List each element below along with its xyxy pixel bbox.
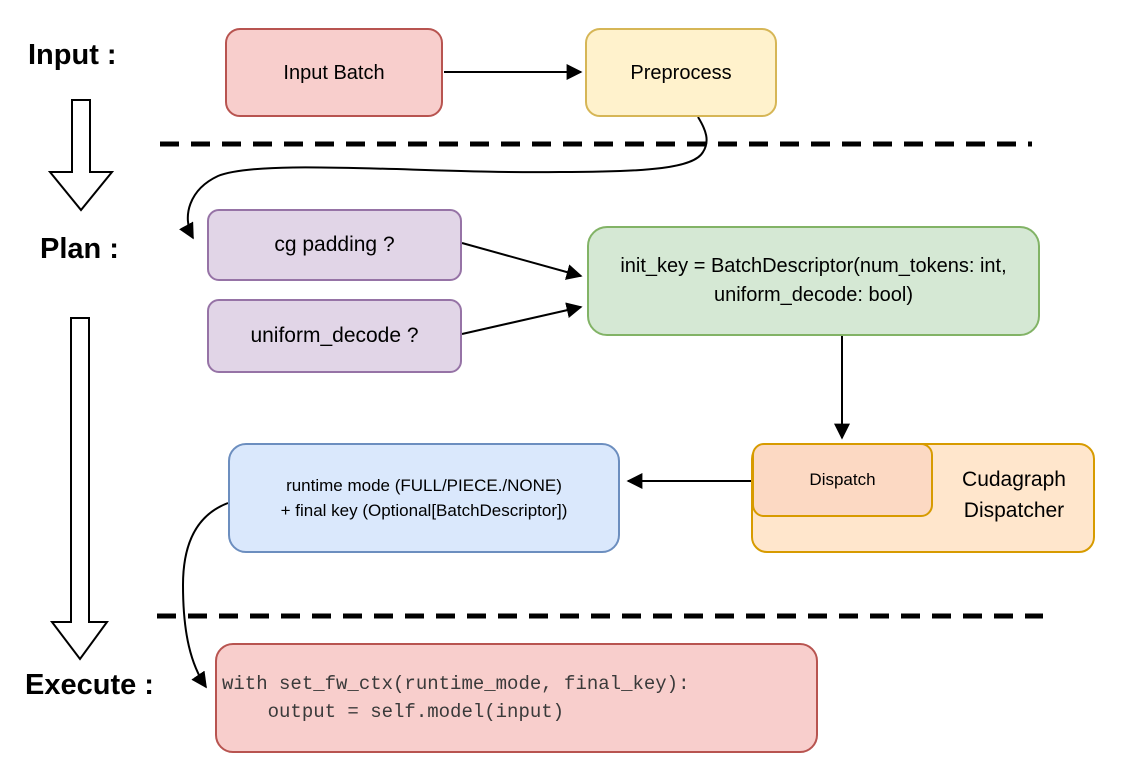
node-runtime-mode-line2: + final key (Optional[BatchDescriptor]) <box>280 501 568 520</box>
node-init-key: init_key = BatchDescriptor(num_tokens: i… <box>587 226 1040 336</box>
node-uniform-decode: uniform_decode ? <box>207 299 462 373</box>
node-init-key-line1: init_key = BatchDescriptor(num_tokens: i… <box>620 255 1007 277</box>
cudagraph-dispatcher-line1: Cudagraph <box>962 468 1066 491</box>
plan-stage-block-arrow <box>49 317 109 661</box>
node-cg-padding-label: cg padding ? <box>274 233 395 257</box>
node-input-batch: Input Batch <box>225 28 443 117</box>
node-cg-padding: cg padding ? <box>207 209 462 281</box>
node-execute-code: with set_fw_ctx(runtime_mode, final_key)… <box>215 643 818 753</box>
node-cudagraph-dispatcher-label: Cudagraph Dispatcher <box>933 464 1095 526</box>
arrow-cgpadding-to-initkey <box>461 242 583 280</box>
node-init-key-line2: uniform_decode: bool) <box>713 284 913 306</box>
node-runtime-mode-line1: runtime mode (FULL/PIECE./NONE) <box>286 476 562 495</box>
node-dispatch: Dispatch <box>752 443 933 517</box>
stage-label-input: Input : <box>28 39 117 71</box>
execute-code-line2: output = self.model(input) <box>222 701 565 723</box>
execute-code-line1: with set_fw_ctx(runtime_mode, final_key)… <box>222 673 690 695</box>
input-stage-block-arrow <box>47 99 115 212</box>
node-uniform-decode-label: uniform_decode ? <box>250 324 419 348</box>
arrow-runtimemode-to-execute <box>181 502 229 689</box>
node-dispatch-label: Dispatch <box>809 469 876 489</box>
arrow-preprocess-to-cgpadding <box>179 116 708 240</box>
stage-label-plan: Plan : <box>40 233 119 265</box>
node-runtime-mode: runtime mode (FULL/PIECE./NONE) + final … <box>228 443 620 553</box>
cudagraph-dispatcher-line2: Dispatcher <box>963 499 1065 522</box>
node-input-batch-label: Input Batch <box>283 61 385 84</box>
node-preprocess-label: Preprocess <box>630 61 732 84</box>
stage-label-execute: Execute : <box>25 669 154 701</box>
node-preprocess: Preprocess <box>585 28 777 117</box>
arrow-uniformdecode-to-initkey <box>461 302 583 335</box>
